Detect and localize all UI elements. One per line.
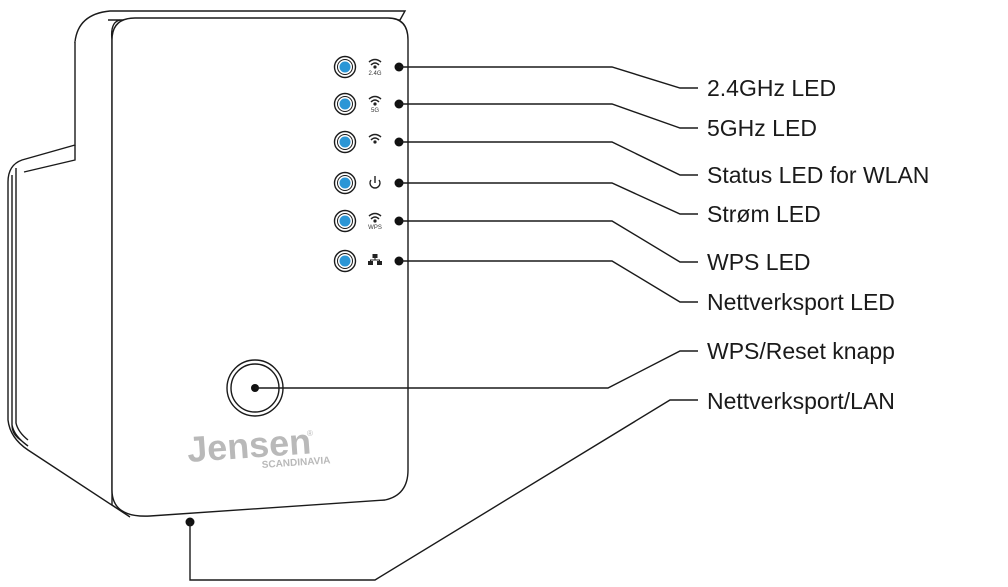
led-light (339, 177, 351, 189)
wifi-icon (368, 212, 382, 223)
led-caption: 5G (371, 108, 379, 114)
led-leader-line (399, 220, 698, 263)
led-1: 2.4G (333, 55, 404, 79)
lan-label: Nettverksport/LAN (707, 388, 895, 414)
led-label: Status LED for WLAN (707, 162, 929, 188)
network-icon (368, 254, 382, 265)
led-leader-line (399, 260, 698, 303)
lan-leader-line (189, 399, 698, 581)
wifi-icon (368, 58, 382, 69)
led-label: 2.4GHz LED (707, 75, 836, 101)
led-leader-line (399, 66, 698, 89)
led-2: 5G (333, 92, 404, 116)
led-leader-line (399, 182, 698, 215)
led-label: 5GHz LED (707, 115, 817, 141)
led-leader-line (399, 103, 698, 129)
led-label: WPS LED (707, 249, 811, 275)
logo-brand: Jensen (186, 420, 313, 470)
led-3 (333, 130, 404, 154)
led-light (339, 255, 351, 267)
led-4 (333, 171, 404, 195)
label-column: 2.4GHz LED 5GHz LED Status LED for WLAN Str… (399, 66, 929, 315)
wifi-icon (368, 133, 382, 144)
led-leader-line (399, 141, 698, 176)
jensen-logo: Jensen ® SCANDINAVIA (186, 420, 331, 471)
wifi-icon (368, 95, 382, 106)
logo-subtitle: SCANDINAVIA (261, 455, 330, 471)
led-light (339, 136, 351, 148)
led-label: Nettverksport LED (707, 289, 895, 315)
button-label: WPS/Reset knapp (707, 338, 895, 364)
led-caption: WPS (368, 225, 382, 231)
button-leader-line (255, 350, 698, 389)
led-6 (333, 249, 404, 273)
led-label: Strøm LED (707, 201, 821, 227)
led-light (339, 61, 351, 73)
led-light (339, 98, 351, 110)
led-column: 2.4G 5G WPS (333, 55, 404, 273)
power-icon (369, 176, 381, 189)
logo-trademark: ® (307, 429, 313, 438)
led-light (339, 215, 351, 227)
led-caption: 2.4G (368, 71, 381, 77)
